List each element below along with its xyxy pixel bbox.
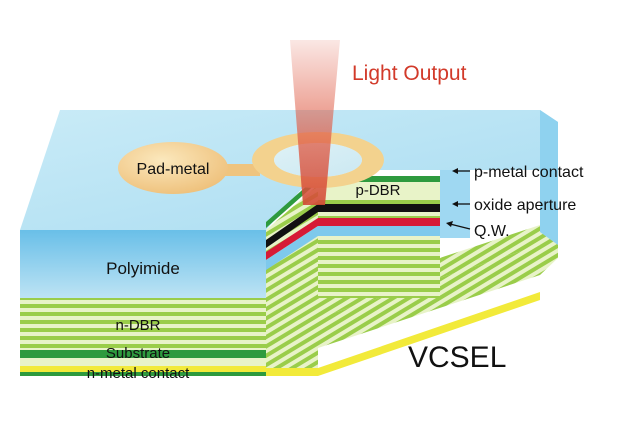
n-dbr-label: n-DBR xyxy=(115,317,160,334)
left-front-stack xyxy=(20,298,266,376)
p-metal-contact-label: p-metal contact xyxy=(474,164,584,181)
arrow-left-icon xyxy=(452,168,458,174)
oxide-aperture-label: oxide aperture xyxy=(474,197,576,214)
arrow-left-icon xyxy=(446,221,453,227)
substrate-label: Substrate xyxy=(106,345,170,362)
callout-arrows xyxy=(446,168,471,230)
polyimide-label: Polyimide xyxy=(106,259,180,278)
mesa xyxy=(266,170,470,298)
vcsel-title: VCSEL xyxy=(408,341,506,374)
light-output-label: Light Output xyxy=(352,62,467,85)
light-beam xyxy=(290,40,340,205)
pad-metal-label: Pad-metal xyxy=(137,161,210,178)
p-dbr-label: p-DBR xyxy=(355,182,400,199)
arrow-left-icon xyxy=(452,201,458,207)
qw-label: Q.W. xyxy=(474,223,510,240)
n-metal-contact-label: n-metal contact xyxy=(87,365,190,382)
